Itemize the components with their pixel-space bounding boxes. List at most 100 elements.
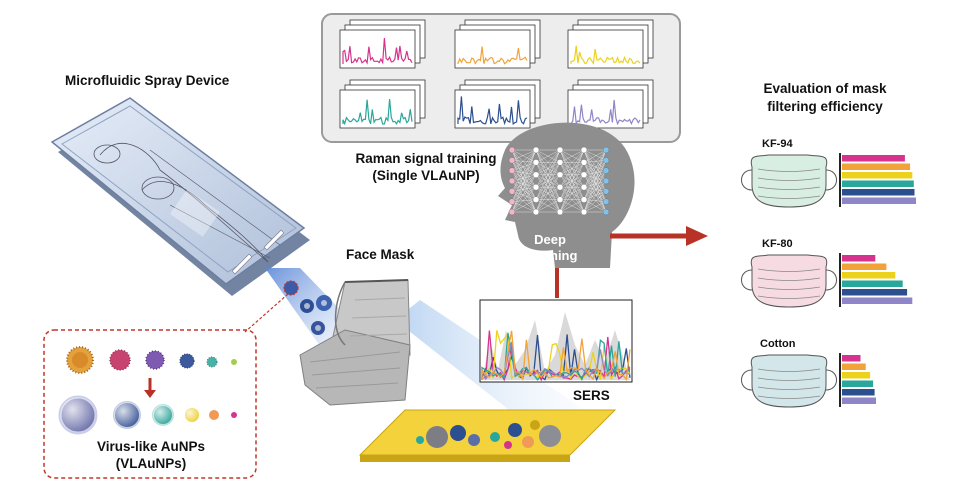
neural-node <box>508 188 516 195</box>
raman-stack-4 <box>454 79 541 129</box>
neural-node <box>532 146 540 154</box>
neural-node <box>532 208 540 216</box>
mask-label-kf80: KF-80 <box>762 238 793 250</box>
sers-label: SERS <box>573 388 610 403</box>
efficiency-bar <box>842 172 913 179</box>
efficiency-bar <box>842 297 913 304</box>
raman-spectrum-line <box>342 99 413 126</box>
efficiency-bar <box>842 272 896 279</box>
mask-label-cotton: Cotton <box>760 338 796 350</box>
raman-stack-0 <box>339 19 426 69</box>
sers-spectrum-lines <box>481 312 631 382</box>
microfluidic-chip <box>50 97 310 296</box>
mask-shape <box>750 154 828 208</box>
raman-stack-3 <box>339 79 426 129</box>
evaluation-title-line2: filtering efficiency <box>767 99 883 114</box>
neural-node <box>532 171 540 179</box>
neural-node <box>580 146 588 154</box>
raman-stack-1 <box>454 19 541 69</box>
vlaunp-label: Virus-like AuNPs (VLAuNPs) <box>60 438 242 472</box>
neural-node <box>532 196 540 203</box>
efficiency-bar <box>842 372 871 379</box>
neural-node <box>602 208 610 216</box>
efficiency-bar <box>842 263 887 270</box>
evaluation-title-line1: Evaluation of mask <box>763 81 887 96</box>
deep-learning-label: Deep Learning <box>515 232 585 264</box>
deep-learning-line2: Learning <box>522 248 578 263</box>
neural-node <box>508 146 516 154</box>
raman-spectrum-line <box>570 45 641 65</box>
efficiency-bar <box>842 397 876 404</box>
efficiency-bar <box>842 380 874 387</box>
sers-substrate <box>358 409 617 462</box>
mask-label-kf94: KF-94 <box>762 138 793 150</box>
neural-node <box>508 208 516 216</box>
neural-node <box>580 196 588 203</box>
efficiency-bar <box>842 155 905 162</box>
mask-2 <box>741 353 876 408</box>
vlaunp-label-line2: (VLAuNPs) <box>115 456 187 471</box>
raman-spectrum-line <box>457 96 528 126</box>
vlaunp-particles-row <box>58 395 237 435</box>
mask-1 <box>741 253 913 308</box>
neural-node <box>602 177 610 185</box>
mask-shape <box>750 254 828 308</box>
neural-node <box>580 171 588 179</box>
neural-node <box>602 188 610 195</box>
face-mask-illustration <box>299 279 411 406</box>
neural-node <box>508 167 516 174</box>
raman-label-line2: (Single VLAuNP) <box>372 168 480 183</box>
neural-node <box>580 183 588 191</box>
neural-node <box>556 196 564 203</box>
evaluation-title: Evaluation of mask filtering efficiency <box>740 80 910 116</box>
neural-node <box>556 183 564 191</box>
neural-node <box>532 183 540 191</box>
neural-node <box>508 177 516 185</box>
raman-spectrum-line <box>457 46 528 65</box>
neural-node <box>532 159 540 166</box>
efficiency-bar <box>842 389 875 396</box>
neural-node <box>508 157 516 164</box>
mask-shape <box>750 354 828 408</box>
neural-node <box>602 198 610 205</box>
mask-evaluation-panel <box>741 153 916 408</box>
raman-stack-5 <box>567 79 654 129</box>
neural-node <box>556 146 564 154</box>
raman-label: Raman signal training (Single VLAuNP) <box>336 150 516 184</box>
neural-node <box>556 171 564 179</box>
raman-label-line1: Raman signal training <box>355 151 497 166</box>
zoom-leader-line <box>244 293 289 333</box>
neural-node <box>602 157 610 164</box>
virus-particles-row <box>66 346 237 374</box>
neural-node <box>602 167 610 174</box>
sers-spectrum-line <box>481 330 631 382</box>
efficiency-bar <box>842 189 915 196</box>
down-red-arrow <box>144 378 156 398</box>
raman-spectra-stacks <box>339 19 654 129</box>
device-label: Microfluidic Spray Device <box>65 73 230 88</box>
face-mask-label: Face Mask <box>346 247 415 262</box>
neural-node <box>508 198 516 205</box>
efficiency-bar <box>842 180 914 187</box>
neural-node <box>556 208 564 216</box>
raman-spectrum-line <box>570 99 641 126</box>
efficiency-bar <box>842 355 861 362</box>
efficiency-bar <box>842 289 908 296</box>
neural-node <box>556 159 564 166</box>
raman-stack-2 <box>567 19 654 69</box>
efficiency-bar <box>842 363 866 370</box>
efficiency-bar <box>842 280 903 287</box>
evaluation-arrow <box>610 226 708 246</box>
efficiency-bar <box>842 163 911 170</box>
mask-0 <box>741 153 916 208</box>
efficiency-bar <box>842 197 916 204</box>
deep-learning-line1: Deep <box>534 232 566 247</box>
raman-spectrum-line <box>342 38 413 65</box>
neural-network <box>508 146 610 216</box>
neural-node <box>602 146 610 154</box>
efficiency-bar <box>842 255 876 262</box>
neural-node <box>580 208 588 216</box>
neural-node <box>580 159 588 166</box>
